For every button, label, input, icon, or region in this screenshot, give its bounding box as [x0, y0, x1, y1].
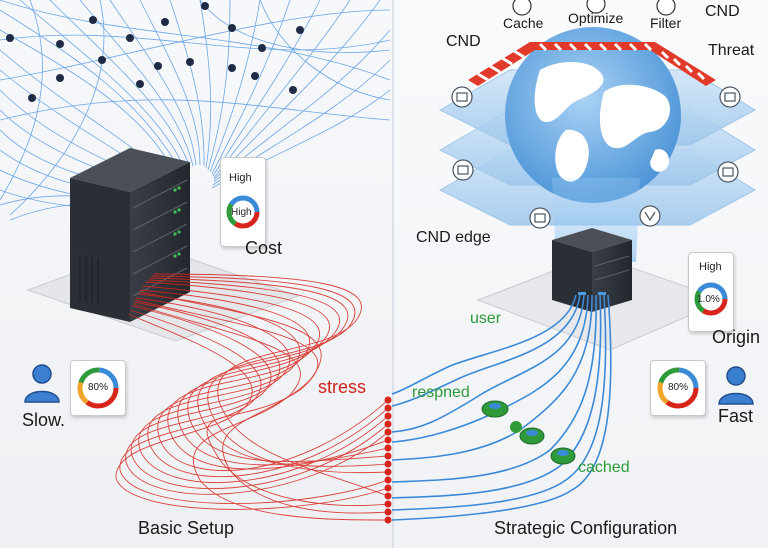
optimize-icon: [586, 0, 606, 14]
strategic-configuration-title: Strategic Configuration: [494, 518, 678, 538]
origin-card: High 1.0%: [688, 252, 734, 332]
top-feature-icons: [512, 0, 676, 16]
cost-card: High High: [220, 157, 266, 247]
cost-label: Cost: [245, 238, 283, 258]
filter-label: Filter: [650, 15, 682, 31]
gauge-icon: [657, 367, 699, 409]
cache-label: Cache: [503, 15, 544, 31]
cnd-edge-label: CND edge: [416, 229, 491, 246]
respond-label: respned: [412, 384, 470, 401]
stress-endpoints: [384, 396, 392, 524]
basic-setup-title: Basic Setup: [138, 518, 235, 538]
origin-server-icon: [552, 228, 632, 312]
cost-badge-inner: High: [231, 207, 252, 218]
mesh-nodes: [6, 2, 304, 102]
cost-badge-top: High: [229, 172, 252, 184]
optimize-label: Optimize: [568, 10, 624, 26]
origin-badge-top: High: [699, 261, 722, 273]
threat-label: Threat: [708, 42, 755, 59]
gauge-icon: [694, 282, 728, 316]
cnd-right-label: CND: [705, 3, 740, 20]
stress-flow-lines: [115, 273, 389, 521]
cnd-left-label: CND: [446, 33, 481, 50]
gauge-icon: [226, 195, 260, 229]
edge-node-icons: [451, 86, 741, 229]
fast-gauge-card: 80%: [650, 360, 706, 416]
gauge-icon: [77, 367, 119, 409]
origin-label: Origin: [712, 327, 761, 347]
cached-label: cached: [578, 459, 630, 476]
fast-label: Fast: [718, 406, 754, 426]
user-flow-label: user: [470, 310, 502, 327]
server-rack-icon: [70, 148, 190, 322]
threat-barrier: [468, 42, 716, 86]
cache-icon: [512, 0, 532, 16]
person-icon: [718, 366, 754, 405]
person-icon: [24, 364, 60, 403]
filter-icon: [656, 0, 676, 16]
stress-label: stress: [318, 377, 367, 397]
slow-gauge-card: 80%: [70, 360, 126, 416]
origin-badge-inner: 1.0%: [697, 294, 720, 305]
slow-gauge-value: 80%: [88, 382, 109, 393]
globe-icon: [505, 27, 681, 203]
fast-gauge-value: 80%: [668, 382, 689, 393]
slow-label: Slow.: [22, 410, 66, 430]
cache-node-icons: [489, 403, 569, 456]
